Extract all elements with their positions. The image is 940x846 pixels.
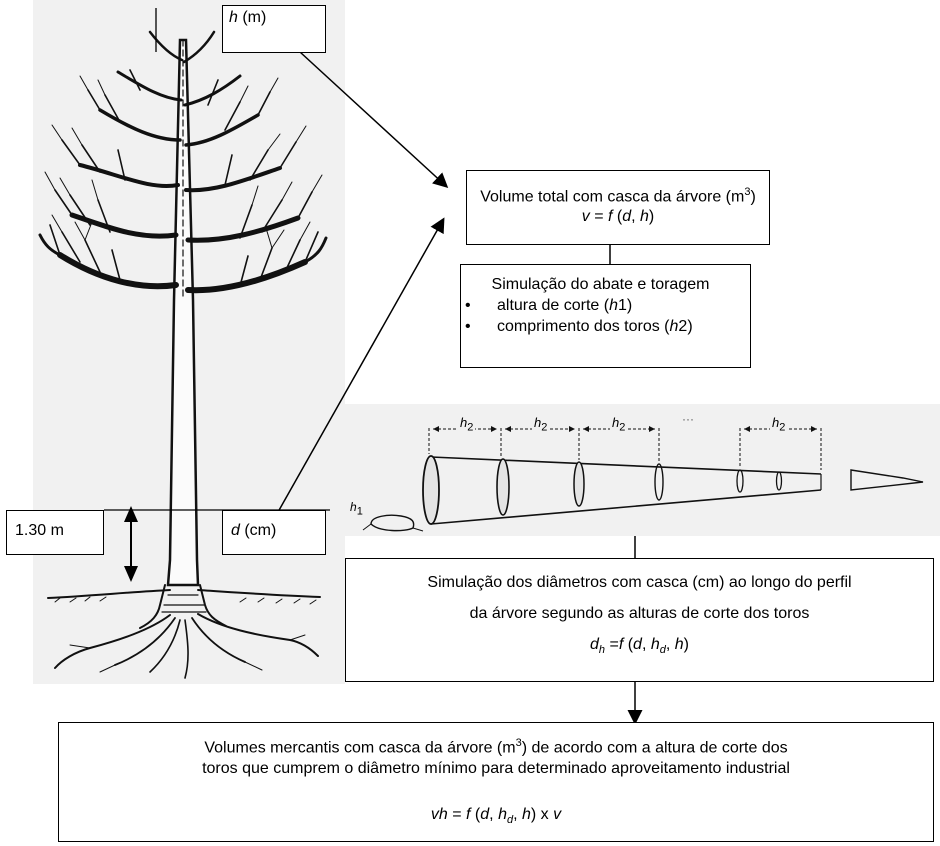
- breast-height-double-arrow: [124, 506, 138, 582]
- log-length-item: comprimento dos toros (h2): [465, 316, 746, 337]
- merchantable-volume-formula: vh = f (d, hd, h) x v: [430, 806, 562, 827]
- diameter-simulation-box: Simulação dos diâmetros com casca (cm) a…: [345, 558, 934, 682]
- merchantable-volume-line1: Volumes mercantis com casca da árvore (m…: [204, 737, 788, 757]
- felling-simulation-list: altura de corte (h1) comprimento dos tor…: [465, 295, 746, 337]
- h2-label-3: h2: [610, 415, 628, 434]
- log-bucking-diagram: [343, 404, 940, 536]
- total-volume-formula: v = f (d, h): [581, 208, 655, 226]
- felling-simulation-box: Simulação do abate e toragem altura de c…: [460, 264, 751, 368]
- h2-label-4: h2: [770, 415, 788, 434]
- merchantable-volume-line2: toros que cumprem o diâmetro mínimo para…: [202, 760, 790, 778]
- tree-illustration: [38, 30, 328, 679]
- tree-height-label-box: h (m): [222, 5, 326, 53]
- diameter-simulation-line2: da árvore segundo as alturas de corte do…: [469, 605, 810, 622]
- total-volume-box: Volume total com casca da árvore (m3) v …: [466, 170, 770, 245]
- h2-label-1: h2: [458, 415, 476, 434]
- arrow-h-to-volume: [299, 51, 449, 189]
- ellipsis-label: ···: [682, 412, 694, 426]
- total-volume-title: Volume total com casca da árvore (m3): [480, 186, 756, 206]
- h2-label-2: h2: [532, 415, 550, 434]
- merchantable-volume-box: Volumes mercantis com casca da árvore (m…: [58, 722, 934, 842]
- cutting-height-item: altura de corte (h1): [465, 295, 746, 316]
- felling-simulation-title: Simulação do abate e toragem: [491, 276, 710, 293]
- breast-height-label-box: 1.30 m: [6, 510, 104, 555]
- diameter-formula: dh =f (d, hd, h): [589, 636, 689, 657]
- dbh-label-box: d (cm): [222, 510, 326, 555]
- arrow-d-to-volume: [277, 217, 445, 513]
- h1-label: h1: [350, 500, 363, 518]
- diameter-simulation-line1: Simulação dos diâmetros com casca (cm) a…: [427, 574, 852, 591]
